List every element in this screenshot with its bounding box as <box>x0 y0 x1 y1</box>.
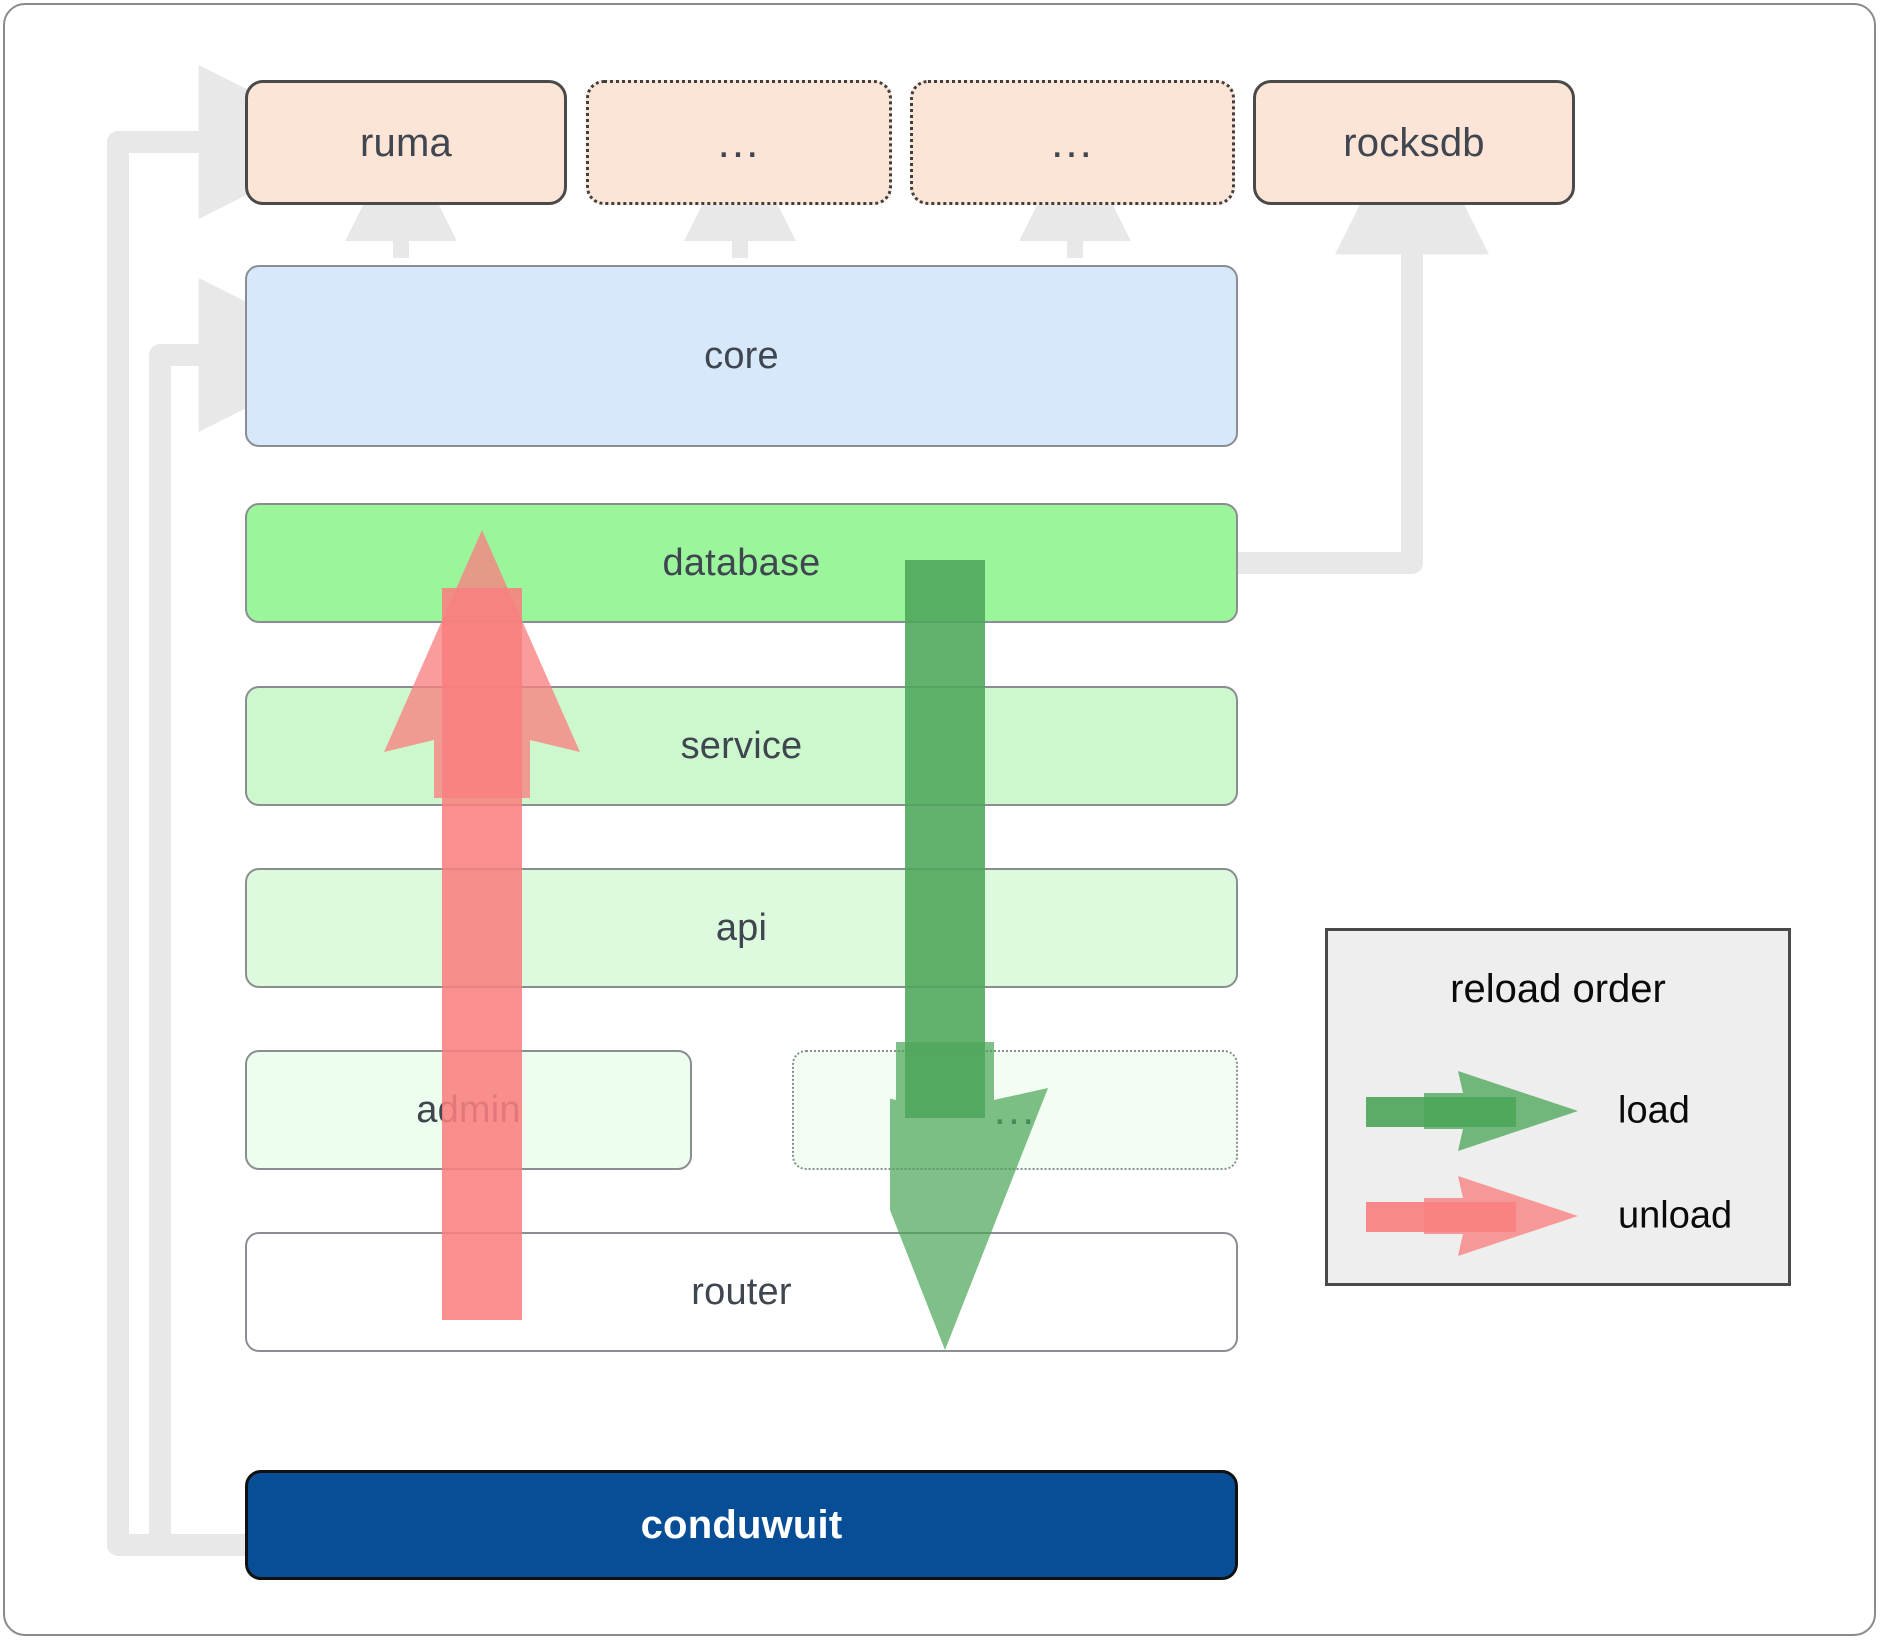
layer-label-admin: admin <box>416 1089 521 1131</box>
binary-box-conduwuit[interactable]: conduwuit <box>245 1470 1238 1580</box>
legend-row-load: load <box>1328 1071 1788 1151</box>
dependency-box-ruma[interactable]: ruma <box>245 80 567 205</box>
layer-label-router: router <box>691 1271 792 1313</box>
dependency-box-rocksdb[interactable]: rocksdb <box>1253 80 1575 205</box>
dependency-label-ruma: ruma <box>360 120 452 165</box>
layer-box-ellipsis[interactable]: ... <box>792 1050 1238 1170</box>
legend-row-unload: unload <box>1328 1176 1788 1256</box>
core-label: core <box>704 335 779 377</box>
layer-box-admin[interactable]: admin <box>245 1050 692 1170</box>
dependency-label-ellipsis-1: ... <box>717 117 761 167</box>
layer-label-api: api <box>715 907 768 949</box>
dependency-box-ellipsis-2[interactable]: ... <box>910 80 1235 205</box>
legend-panel: reload order load unload <box>1325 928 1791 1286</box>
dependency-label-ellipsis-2: ... <box>1051 117 1094 167</box>
legend-load-arrow-icon <box>1366 1071 1578 1151</box>
layer-label-ellipsis: ... <box>993 1085 1037 1134</box>
legend-label-load: load <box>1618 1089 1690 1132</box>
layer-box-api[interactable]: api <box>245 868 1238 988</box>
binary-label-conduwuit: conduwuit <box>640 1503 843 1547</box>
layer-box-database[interactable]: database <box>245 503 1238 623</box>
legend-title: reload order <box>1450 967 1666 1011</box>
layer-label-service: service <box>680 725 803 767</box>
layer-label-database: database <box>662 542 821 584</box>
layer-box-router[interactable]: router <box>245 1232 1238 1352</box>
dependency-box-ellipsis-1[interactable]: ... <box>586 80 892 205</box>
layer-box-service[interactable]: service <box>245 686 1238 806</box>
diagram-outer-frame <box>3 3 1876 1636</box>
dependency-label-rocksdb: rocksdb <box>1343 120 1485 165</box>
core-box[interactable]: core <box>245 265 1238 447</box>
legend-unload-arrow-icon <box>1366 1176 1578 1256</box>
legend-label-unload: unload <box>1618 1194 1733 1237</box>
